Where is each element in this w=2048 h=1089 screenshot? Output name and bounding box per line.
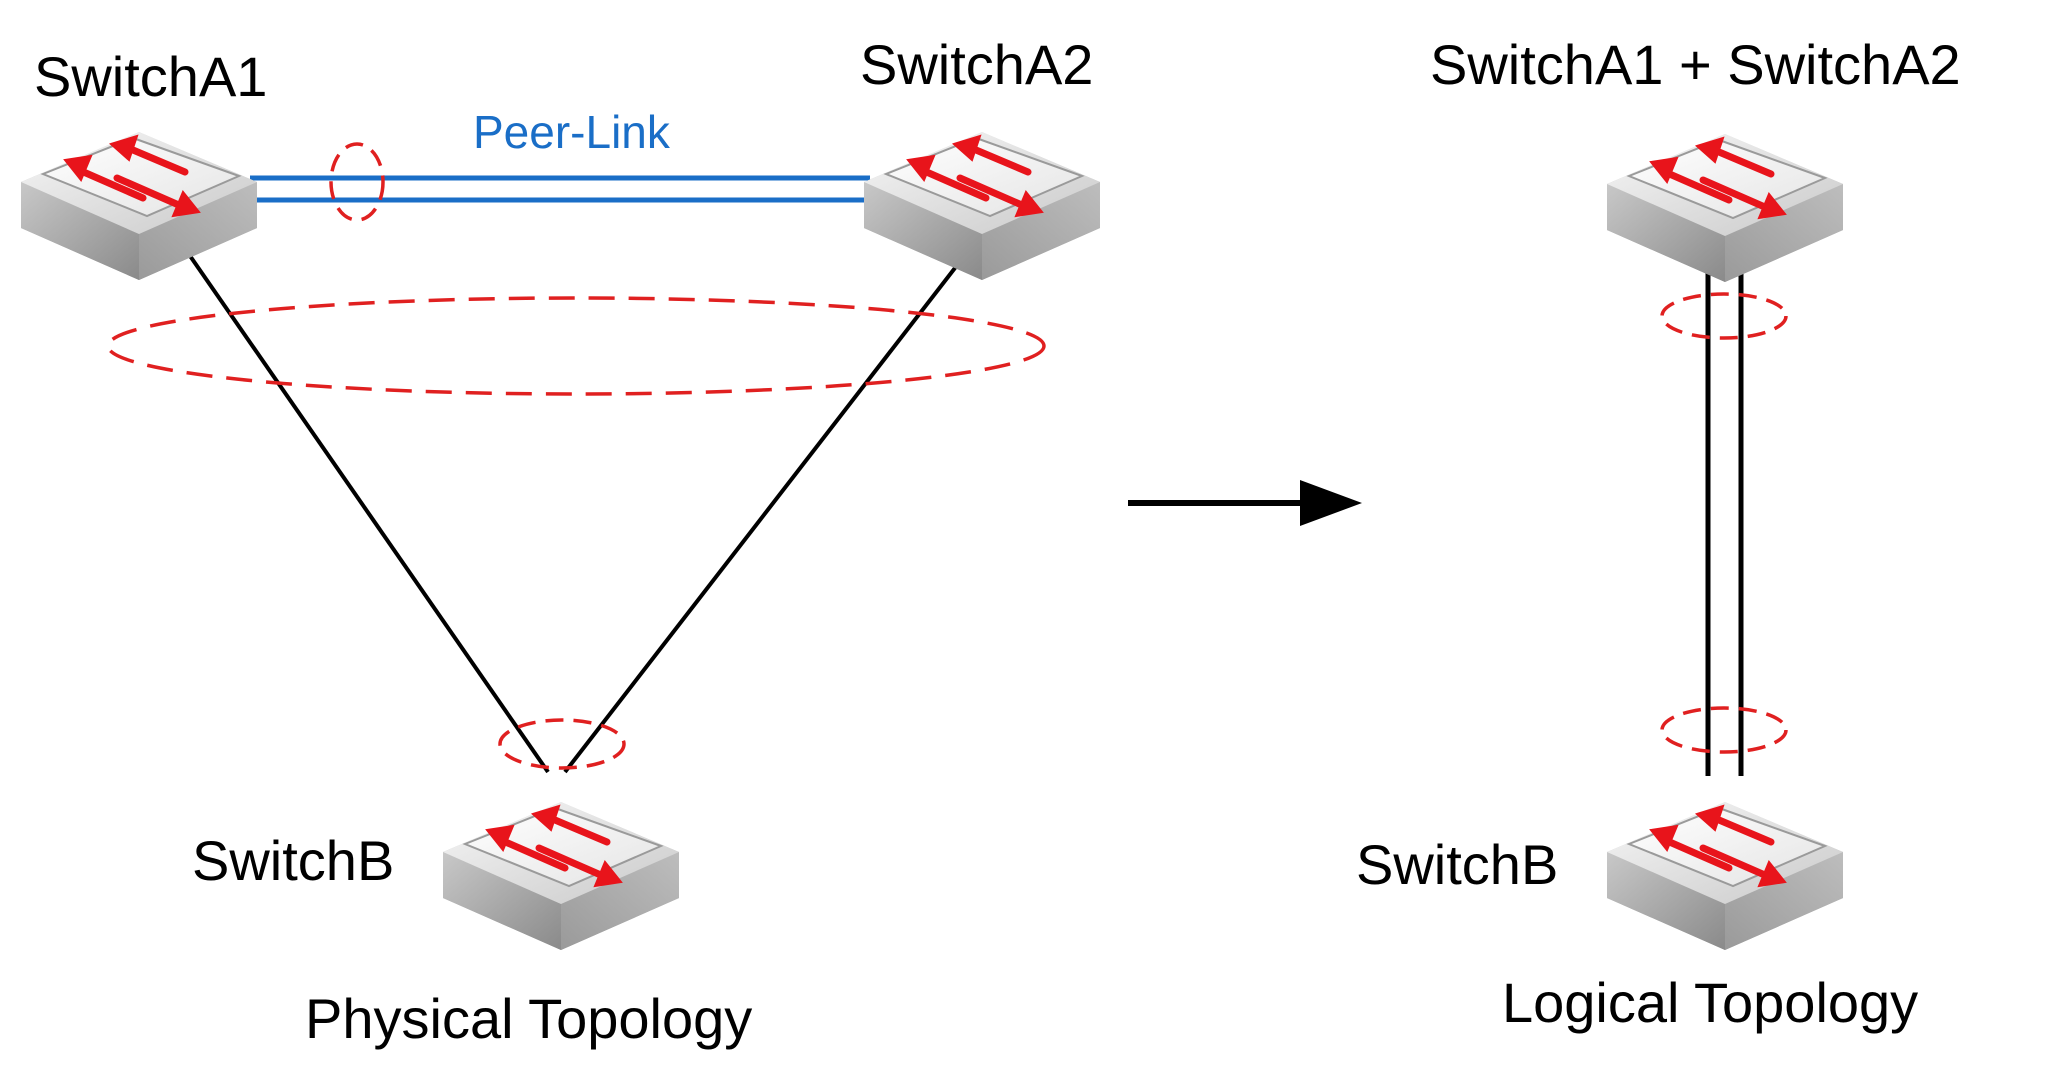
merged-switch-icon	[1607, 134, 1843, 282]
link-a1-to-b	[186, 251, 550, 774]
logical-lower-lag-ring	[1660, 706, 1788, 754]
logical-switch-b-icon	[1607, 802, 1843, 950]
switch-a2-icon	[864, 132, 1100, 280]
switch-a2-label: SwitchA2	[860, 33, 1093, 96]
logical-topology-caption: Logical Topology	[1502, 971, 1918, 1034]
switch-a1-icon	[21, 132, 257, 280]
switch-a1-label: SwitchA1	[34, 45, 267, 108]
link-a2-to-b	[563, 253, 967, 774]
switch-b-label: SwitchB	[192, 829, 394, 892]
upstream-mlag-ring	[106, 296, 1046, 396]
physical-topology-caption: Physical Topology	[305, 987, 752, 1050]
peer-link-label: Peer-Link	[473, 106, 671, 158]
peer-link-lag-ring	[329, 142, 385, 222]
logical-double-link	[1705, 258, 1744, 776]
logical-switch-b-label: SwitchB	[1356, 833, 1558, 896]
switchb-lag-ring	[498, 718, 626, 770]
merged-switch-label: SwitchA1 + SwitchA2	[1430, 33, 1961, 96]
peer-link	[250, 175, 870, 203]
switch-b-icon	[443, 802, 679, 950]
right-arrow-icon	[1128, 480, 1362, 526]
logical-upper-lag-ring	[1660, 292, 1788, 340]
